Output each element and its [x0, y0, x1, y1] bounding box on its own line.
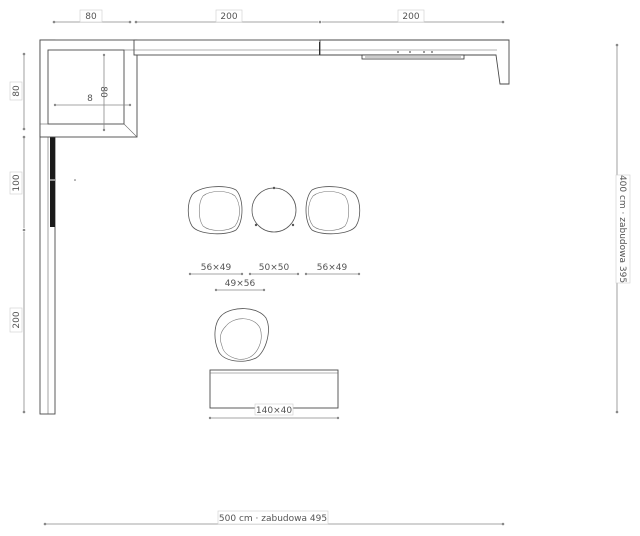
left-dimensions: 80 100 200	[9, 52, 26, 414]
dim-left-upper: 80	[12, 85, 22, 97]
dim-chair-2: 50×50	[259, 263, 290, 273]
top-run-right	[319, 39, 510, 85]
top-dimensions: 80 200 200	[52, 9, 505, 24]
chair-3	[305, 186, 361, 235]
bottom-dimension: 500 cm · zabudowa 495	[43, 510, 505, 526]
cabinetry: 8 80	[39, 39, 510, 415]
chair-1	[187, 186, 243, 235]
dim-top-mid: 200	[220, 12, 237, 22]
top-run-middle	[133, 39, 321, 56]
chair-dimensions: 56×49 50×50 56×49 49×56	[188, 263, 361, 292]
dim-bench: 140×40	[256, 406, 292, 416]
dim-total-width: 500 cm · zabudowa 495	[219, 514, 327, 524]
chair-4	[214, 308, 269, 362]
right-dimension: 400 cm · zabudowa 395	[615, 43, 631, 414]
dim-chair-4: 49×56	[225, 279, 256, 289]
dim-top-left: 80	[85, 12, 97, 22]
dim-left-mid: 100	[12, 174, 22, 191]
dim-chair-1: 56×49	[201, 263, 232, 273]
dim-chair-3: 56×49	[317, 263, 348, 273]
bench: 140×40	[208, 369, 340, 420]
dim-top-right: 200	[402, 12, 419, 22]
dim-left-lower: 200	[12, 311, 22, 328]
dim-total-height: 400 cm · zabudowa 395	[617, 175, 627, 283]
dim-corner-inner-v: 80	[98, 86, 108, 98]
dim-corner-inner-h: 8	[87, 94, 93, 104]
chair-2	[251, 186, 297, 233]
